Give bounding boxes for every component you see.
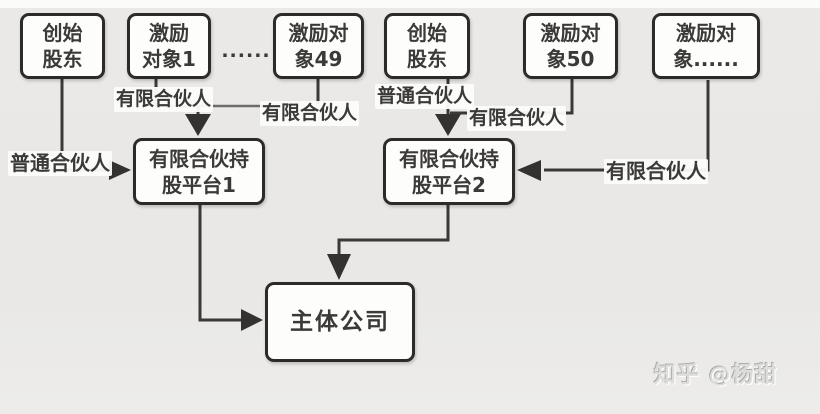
ellipsis-between-incentives: ...... bbox=[221, 40, 271, 62]
node-text-line: 有限合伙持 bbox=[399, 146, 499, 171]
node-text-line: 激励对 bbox=[288, 21, 349, 45]
edge-incentiveN-to-platform2 bbox=[544, 80, 710, 172]
node-text-line: 激励对 bbox=[540, 21, 601, 45]
node-lp-holding-platform-2: 有限合伙持 股平台2 bbox=[383, 138, 515, 205]
arrowhead-into-platform1-left bbox=[109, 160, 131, 180]
node-text-line: 象49 bbox=[294, 47, 343, 71]
node-founding-shareholder-1: 创始 股东 bbox=[20, 13, 105, 79]
node-text-line: 象50 bbox=[546, 47, 595, 71]
node-founding-shareholder-2: 创始 股东 bbox=[384, 13, 470, 79]
node-incentive-object-more: 激励对 象...... bbox=[652, 13, 760, 79]
node-incentive-object-49: 激励对 象49 bbox=[273, 13, 364, 79]
node-text-line: 创始 bbox=[407, 21, 447, 45]
node-main-company: 主体公司 bbox=[265, 282, 415, 362]
arrowhead-into-platform2-right bbox=[517, 160, 541, 181]
arrowhead-into-platform2-top bbox=[435, 114, 461, 136]
node-text-line: 主体公司 bbox=[290, 309, 390, 335]
edge-label-limited-partner-incentiveN: 有限合伙人 bbox=[604, 159, 708, 184]
edge-label-limited-partner-incentive49: 有限合伙人 bbox=[260, 101, 360, 126]
edge-label-general-partner-left: 普通合伙人 bbox=[8, 151, 112, 176]
node-text-line: 股东 bbox=[42, 47, 83, 71]
node-text-line: 激励 bbox=[149, 21, 189, 45]
arrowhead-into-main-top bbox=[327, 254, 351, 280]
node-incentive-object-1: 激励 对象1 bbox=[127, 13, 211, 79]
node-text-line: 对象1 bbox=[142, 47, 196, 71]
node-text-line: 股平台1 bbox=[162, 172, 236, 197]
zhihu-watermark: 知乎 @杨甜 bbox=[654, 363, 778, 388]
edge-label-limited-partner-incentive50: 有限合伙人 bbox=[467, 106, 567, 131]
node-text-line: 激励对 bbox=[676, 21, 736, 45]
node-text-line: 股东 bbox=[407, 47, 447, 71]
top-strip bbox=[0, 0, 820, 8]
node-text-line: 有限合伙持 bbox=[149, 146, 249, 171]
arrowhead-into-main-left bbox=[241, 309, 263, 331]
arrowhead-into-platform1-top bbox=[185, 114, 211, 136]
node-incentive-object-50: 激励对 象50 bbox=[523, 13, 618, 79]
edge-label-limited-partner-incentive1: 有限合伙人 bbox=[114, 87, 214, 112]
edge-platform1-to-main bbox=[198, 205, 243, 322]
edge-platform2-to-main bbox=[337, 203, 450, 256]
node-lp-holding-platform-1: 有限合伙持 股平台1 bbox=[133, 138, 265, 205]
edge-label-general-partner-right: 普通合伙人 bbox=[375, 84, 475, 109]
node-text-line: 象...... bbox=[673, 47, 739, 71]
node-text-line: 股平台2 bbox=[412, 172, 486, 197]
node-text-line: 创始 bbox=[42, 21, 83, 45]
